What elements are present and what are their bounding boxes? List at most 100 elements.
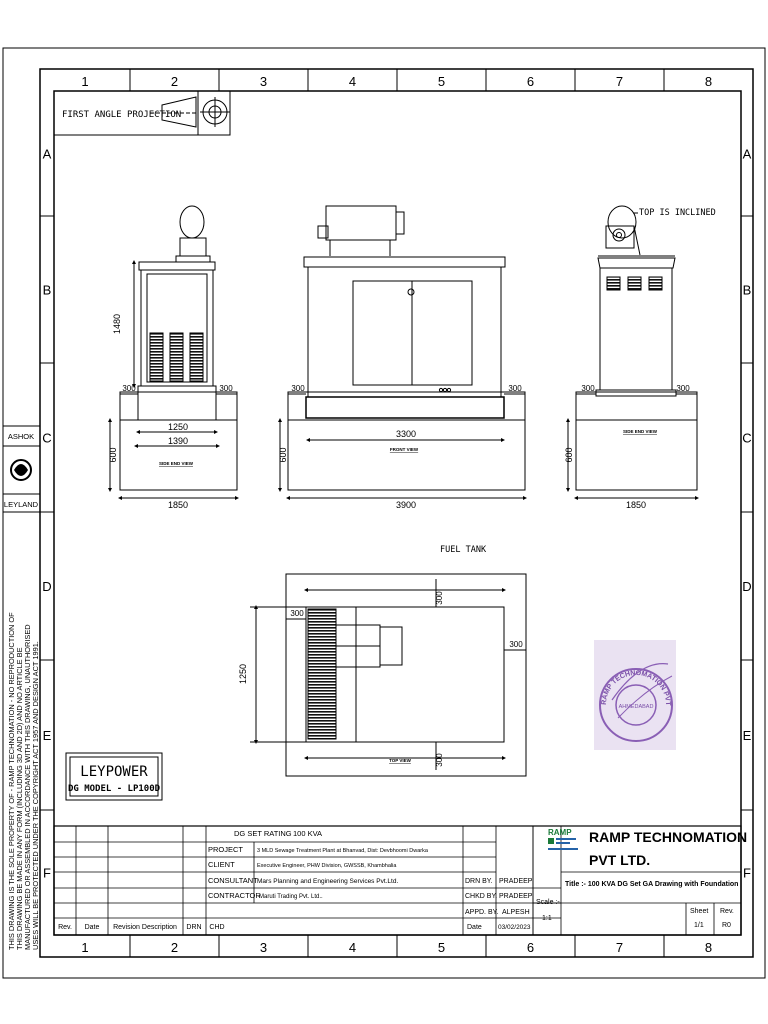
grid-column-label: 6	[527, 940, 534, 955]
grid-row-label: B	[743, 283, 752, 298]
scale-value: 1:1	[542, 915, 552, 922]
grid-column-label: 8	[705, 940, 712, 955]
consultant-label: CONSULTANT	[208, 876, 258, 885]
company-logo: RAMP	[548, 828, 572, 837]
view-label-side-left: SIDE END VIEW	[159, 461, 194, 466]
right-dim-foundation-width: 1850	[626, 500, 646, 510]
front-dim-foundation-width: 3900	[396, 500, 416, 510]
grid-row-label: F	[743, 866, 751, 881]
revision-header: Date	[85, 924, 100, 931]
side-end-view-left	[108, 205, 239, 500]
sheet-label: Sheet	[690, 908, 708, 915]
grid-column-label: 7	[616, 74, 623, 89]
grid-row-label: E	[43, 728, 52, 743]
drn-label: DRN BY.	[465, 878, 493, 885]
rating-label: DG SET RATING	[234, 829, 292, 838]
front-view	[278, 205, 527, 500]
grid-row-label: F	[43, 866, 51, 881]
contractor-label: CONTRACTOR	[208, 891, 261, 900]
model-brand: LEYPOWER	[80, 764, 148, 780]
revision-header: DRN	[186, 924, 201, 931]
model-number: DG MODEL - LP100D	[68, 784, 161, 794]
projection-symbol: FIRST ANGLE PROJECTION	[53, 90, 231, 136]
grid-column-label: 8	[705, 74, 712, 89]
revision-header: Revision Description	[113, 924, 177, 931]
logo-top-text: ASHOK	[8, 432, 34, 441]
client-label: CLIENT	[208, 860, 235, 869]
rev-label: Rev.	[720, 908, 734, 915]
consultant-value: Mars Planning and Engineering Services P…	[257, 878, 398, 885]
view-label-side-right: SIDE END VIEW	[623, 429, 658, 434]
grid-column-label: 1	[81, 74, 88, 89]
appd-label: APPD. BY.	[465, 909, 498, 916]
revision-headers: Rev. Date Revision Description DRN CHD	[58, 924, 225, 931]
dim-right-offset: 300	[219, 384, 233, 393]
project-value: 3 MLD Sewage Treatment Plant at Bhanvad,…	[257, 848, 429, 854]
grid-column-label: 7	[616, 940, 623, 955]
grid-column-label: 2	[171, 940, 178, 955]
grid-row-label: B	[43, 283, 52, 298]
appd-value: ALPESH	[502, 909, 530, 916]
rev-value: R0	[722, 922, 731, 929]
company-logo-mark	[548, 838, 578, 850]
dim-left-offset: 300	[122, 384, 136, 393]
view-label-top: TOP VIEW	[389, 758, 412, 763]
front-dim-foundation-height: 600	[278, 447, 288, 462]
right-dim-right-offset: 300	[676, 384, 690, 393]
drn-value: PRADEEP	[499, 878, 533, 885]
frame-outer	[39, 68, 754, 958]
date-label: Date	[467, 924, 482, 931]
note-top-inclined: TOP IS INCLINED	[639, 208, 716, 218]
company-name-line1: RAMP TECHNOMATION	[589, 829, 747, 845]
model-box: LEYPOWER DG MODEL - LP100D	[65, 752, 163, 801]
grid-row-label: D	[42, 579, 51, 594]
project-label: PROJECT	[208, 845, 243, 854]
title-block	[53, 825, 742, 936]
grid-column-label: 2	[171, 74, 178, 89]
ashok-leyland-logo: ASHOK LEYLAND	[2, 425, 41, 513]
view-label-front: FRONT VIEW	[390, 447, 419, 452]
chkd-value: PRADEEP	[499, 893, 533, 900]
stamp-center-text: AHMEDABAD	[619, 704, 654, 710]
revision-header: Rev.	[58, 924, 72, 931]
grid-column-label: 6	[527, 74, 534, 89]
right-dim-foundation-height: 600	[564, 447, 574, 462]
front-dim-left-offset: 300	[291, 384, 305, 393]
copyright-line-2: THIS DRAWING BE MADE IN ANY FORM (INCLUD…	[15, 647, 24, 950]
grid-column-label: 1	[81, 940, 88, 955]
top-dim-top-offset: 300	[435, 591, 444, 605]
dim-foundation-width: 1850	[168, 500, 188, 510]
note-fuel-tank: FUEL TANK	[440, 545, 487, 555]
grid-row-label: E	[743, 728, 752, 743]
scale-label: Scale :-	[536, 899, 560, 906]
grid-row-label: A	[743, 147, 752, 162]
right-dim-left-offset: 300	[581, 384, 595, 393]
copyright-line-3: MANUFACTURED OR ASSEMBLED IN ACCORDANCE …	[23, 624, 32, 950]
dim-inner-width: 1250	[168, 422, 188, 432]
dim-outer-width: 1390	[168, 436, 188, 446]
top-dim-width: 1250	[238, 664, 248, 684]
side-end-view-right	[566, 205, 699, 500]
front-dim-inner-width: 3300	[396, 429, 416, 439]
grid-column-label: 5	[438, 940, 445, 955]
top-dim-right-offset: 300	[509, 640, 523, 649]
company-name-line2: PVT LTD.	[589, 852, 650, 868]
frame-inner	[53, 90, 742, 936]
rating-value: 100 KVA	[293, 829, 322, 838]
stamp-arc-text: RAMP TECHNOMATION PVT. LTD.	[0, 0, 671, 707]
dim-height: 1480	[112, 314, 122, 334]
client-value: Executive Engineer, PHW Division, GWSSB,…	[257, 863, 397, 869]
chkd-label: CHKD BY.	[465, 893, 497, 900]
copyright-line-4: USES WILL BE PROTECTED UNDER THE COPYRIG…	[31, 641, 40, 950]
grid-column-label: 5	[438, 74, 445, 89]
dim-foundation-height: 600	[108, 447, 118, 462]
sheet-value: 1/1	[694, 922, 704, 929]
svg-text:RAMP TECHNOMATION PVT. LTD.: RAMP TECHNOMATION PVT. LTD.	[0, 0, 671, 707]
drawing-title: Title :- 100 KVA DG Set GA Drawing with …	[565, 881, 738, 888]
revision-header: CHD	[209, 924, 224, 931]
grid-row-label: D	[742, 579, 751, 594]
